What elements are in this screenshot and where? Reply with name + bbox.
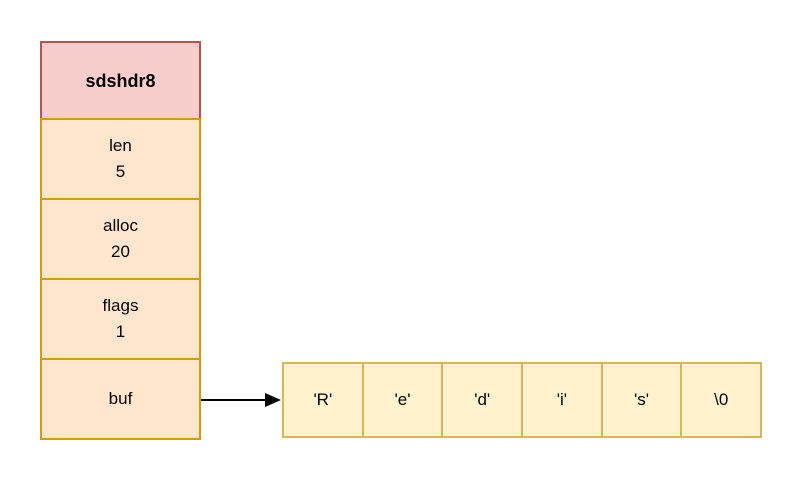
- field-buf-cell: buf: [40, 358, 201, 440]
- field-alloc-label: alloc: [103, 216, 138, 235]
- buffer-cell-0: 'R': [313, 390, 333, 409]
- struct-header-cell: sdshdr8: [40, 41, 201, 120]
- field-buf-label: buf: [108, 389, 133, 408]
- field-len-value: 5: [115, 162, 126, 181]
- buf-pointer-arrow-icon: [201, 393, 281, 407]
- buffer-cell-4: 's': [600, 364, 681, 436]
- field-len-label: len: [109, 136, 132, 155]
- buffer-cell-3: 'i': [521, 364, 601, 436]
- field-flags-label: flags: [102, 296, 139, 315]
- buffer-cell-5: \0: [680, 364, 760, 436]
- field-alloc-value: 20: [111, 242, 130, 261]
- sdshdr8-struct: sdshdr8 len 5 alloc 20 flags 1 buf: [40, 41, 201, 440]
- struct-title: sdshdr8: [85, 70, 156, 91]
- char-buffer-array: 'R' 'e' 'd' 'i' 's' \0: [282, 362, 762, 438]
- field-flags-value: 1: [115, 322, 126, 341]
- field-flags-cell: flags 1: [40, 278, 201, 360]
- field-len-cell: len 5: [40, 118, 201, 200]
- buffer-cell-1: 'e': [361, 364, 442, 436]
- field-alloc-cell: alloc 20: [40, 198, 201, 280]
- buffer-cell-2: 'd': [441, 364, 521, 436]
